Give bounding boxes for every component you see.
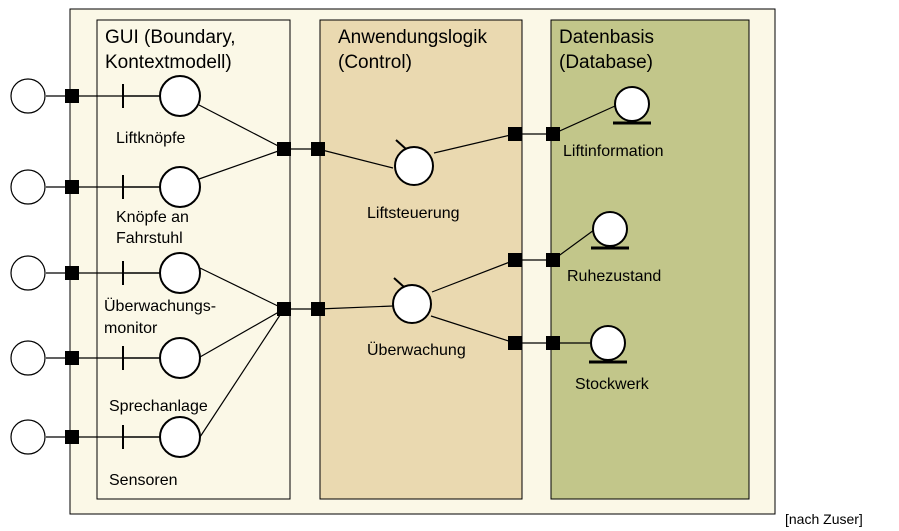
control-port-1 [311, 142, 325, 156]
control-port-2 [311, 302, 325, 316]
entity-objects [589, 86, 651, 364]
ports [65, 89, 560, 444]
boundary-label-ueberwachung-line1: Überwachungs- [104, 297, 216, 315]
db-port-3 [546, 336, 560, 350]
database-column-title-line2: (Database) [559, 52, 653, 73]
boundary-label-knoepfe-line2: Fahrstuhl [116, 230, 183, 247]
gui-column-title-line2: Kontextmodell) [105, 52, 232, 73]
db-port-1 [546, 127, 560, 141]
gui-column [96, 19, 291, 500]
entity-label-liftinformation: Liftinformation [563, 143, 664, 160]
control-out-port-1 [508, 127, 522, 141]
source-note: [nach Zuser] [785, 511, 863, 527]
boundary-5 [122, 416, 201, 458]
entity-label-ruhezustand: Ruhezustand [567, 268, 661, 285]
boundary-3 [122, 252, 201, 294]
boundary-1 [122, 75, 201, 117]
frame-port-2 [65, 180, 79, 194]
control-column-title-line1: Anwendungslogik [338, 27, 487, 48]
boundary-label-knoepfe-line1: Knöpfe an [116, 209, 189, 226]
entity-liftinformation [613, 86, 651, 125]
control-liftsteuerung [394, 139, 434, 186]
db-port-2 [546, 253, 560, 267]
actor-3 [10, 255, 46, 291]
frame-port-3 [65, 266, 79, 280]
control-column [319, 19, 523, 500]
frame-port-4 [65, 351, 79, 365]
boundary-label-ueberwachung-line2: monitor [104, 320, 158, 337]
boundary-label-sprechanlage: Sprechanlage [109, 398, 208, 415]
control-out-port-2 [508, 253, 522, 267]
control-column-title-line2: (Control) [338, 52, 412, 73]
boundary-objects [122, 75, 201, 458]
control-objects [392, 139, 434, 324]
entity-stockwerk [589, 325, 627, 364]
gui-column-title-line1: GUI (Boundary, [105, 27, 236, 48]
actor-2 [10, 169, 46, 205]
external-actors [10, 78, 46, 455]
gui-port-1 [277, 142, 291, 156]
connection-lines [46, 95, 616, 438]
boundary-2 [122, 166, 201, 208]
entity-ruhezustand [591, 211, 629, 250]
control-label-ueberwachung: Überwachung [367, 341, 466, 359]
database-column [550, 19, 750, 500]
entity-label-stockwerk: Stockwerk [575, 376, 650, 393]
boundary-label-sensoren: Sensoren [109, 472, 178, 489]
boundary-4 [122, 337, 201, 379]
frame-port-1 [65, 89, 79, 103]
actor-1 [10, 78, 46, 114]
actor-5 [10, 419, 46, 455]
actor-4 [10, 340, 46, 376]
database-column-title-line1: Datenbasis [559, 27, 654, 48]
boundary-label-liftknoepfe: Liftknöpfe [116, 130, 185, 147]
control-label-liftsteuerung: Liftsteuerung [367, 205, 460, 222]
gui-port-2 [277, 302, 291, 316]
frame-port-5 [65, 430, 79, 444]
control-out-port-3 [508, 336, 522, 350]
control-ueberwachung [392, 277, 432, 324]
